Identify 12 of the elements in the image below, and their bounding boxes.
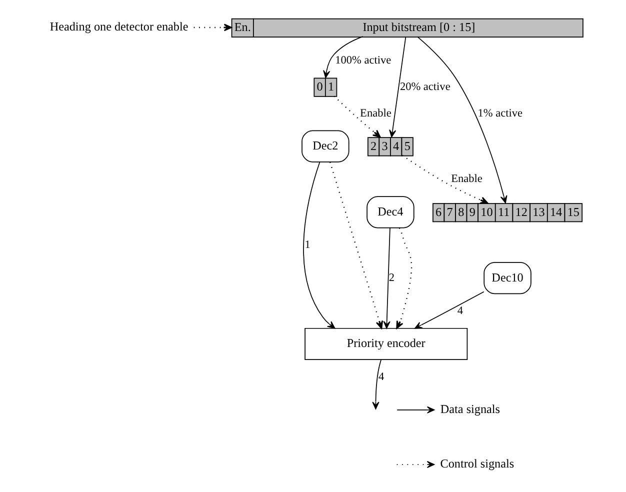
edge-label: 100% active (334, 54, 391, 66)
edge-label: Enable (450, 173, 482, 186)
edge-label: 2 (388, 272, 394, 284)
edge-label: Enable (360, 107, 391, 120)
node-text: Heading one detector enable (49, 20, 188, 34)
edge-label: 1% active (477, 107, 522, 120)
edge-label: 1 (304, 239, 310, 252)
edge-label: 4 (378, 370, 384, 383)
legend-label: Control signals (440, 456, 514, 471)
edge-label: 4 (456, 304, 463, 317)
legend-label: Data signals (440, 402, 500, 416)
edge-label: 20% active (399, 80, 450, 93)
